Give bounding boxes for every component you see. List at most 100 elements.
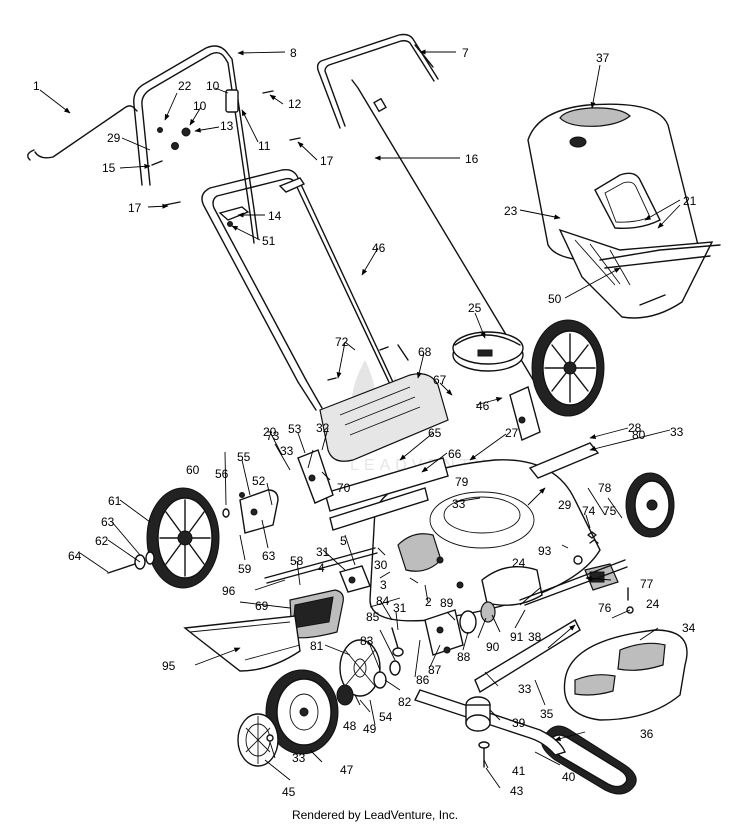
- part-66-rear-axle-cover: [324, 457, 449, 531]
- callout-86: 86: [416, 673, 430, 687]
- callout-32: 32: [316, 421, 330, 435]
- part-23-grass-bag-fabric: [558, 228, 714, 319]
- callout-80: 80: [632, 428, 646, 442]
- callout-64: 64: [68, 549, 82, 563]
- callout-46: 46: [372, 241, 386, 255]
- part-38-baffle: [474, 619, 581, 694]
- callout-56: 56: [215, 467, 229, 481]
- callout-96: 96: [222, 584, 236, 598]
- callout-45: 45: [282, 785, 296, 799]
- callout-23: 23: [504, 204, 518, 218]
- part-69-side-discharge-door: [289, 589, 344, 639]
- part-8-upper-handle: [133, 45, 259, 244]
- callout-90: 90: [486, 640, 500, 654]
- callout-70: 70: [337, 481, 351, 495]
- callout-28: 28: [628, 421, 642, 435]
- callout-87: 87: [428, 663, 442, 677]
- callout-4: 4: [318, 561, 325, 575]
- callout-50: 50: [548, 292, 562, 306]
- callout-47: 47: [340, 763, 354, 777]
- part-28-rear-wheel-cover: [528, 442, 600, 479]
- callout-39: 39: [512, 716, 526, 730]
- callout-27: 27: [505, 426, 519, 440]
- misc-hardware: [107, 90, 634, 742]
- callout-82: 82: [398, 695, 412, 709]
- callout-36: 36: [640, 727, 654, 741]
- callout-76: 76: [598, 601, 612, 615]
- callout-2: 2: [425, 595, 432, 609]
- callout-49: 49: [363, 722, 377, 736]
- callout-3: 3: [380, 578, 387, 592]
- part-7-bail: [316, 33, 439, 129]
- callout-15: 15: [102, 161, 116, 175]
- callout-67: 67: [433, 373, 447, 387]
- part-1-control-rod: [27, 105, 138, 161]
- callout-75: 75: [603, 504, 617, 518]
- part-47-front-wheel: [265, 669, 339, 755]
- part-4-axle-bracket: [339, 565, 371, 593]
- part-88-bearing: [459, 601, 496, 634]
- callout-33e: 33: [280, 444, 294, 458]
- part-46-lower-handle: [201, 168, 409, 411]
- part-82-washer: [373, 660, 401, 689]
- callout-33b: 33: [452, 497, 466, 511]
- part-14-handle-knob: [218, 177, 306, 227]
- callout-34: 34: [682, 621, 696, 635]
- part-36-belt: [541, 725, 637, 795]
- callout-33c: 33: [518, 682, 532, 696]
- callout-38: 38: [528, 630, 542, 644]
- part-85-bolt: [391, 627, 404, 657]
- leader-lines: [39, 49, 681, 789]
- part-25-rear-spring: [452, 331, 524, 372]
- part-96-front-axle: [264, 547, 378, 584]
- callout-63: 63: [101, 515, 115, 529]
- callout-numbers: 1 2 3 4 5 7 8 10 10 11 12 13 14 15 16 17…: [33, 46, 697, 799]
- callout-37: 37: [596, 51, 610, 65]
- part-34-engine-cover: [563, 629, 688, 721]
- callout-73: 73: [266, 429, 280, 443]
- callout-31: 31: [316, 545, 330, 559]
- callout-1: 1: [33, 79, 40, 93]
- callout-58: 58: [290, 554, 304, 568]
- callout-35: 35: [540, 707, 554, 721]
- callout-33d: 33: [292, 751, 306, 765]
- callout-25: 25: [468, 301, 482, 315]
- callout-10b: 10: [193, 99, 207, 113]
- part-50-grass-bag-frame: [599, 244, 721, 306]
- callout-84: 84: [376, 594, 390, 608]
- callout-77: 77: [640, 577, 654, 591]
- callout-54: 54: [379, 710, 393, 724]
- callout-51: 51: [262, 234, 276, 248]
- part-87-transmission-bracket: [424, 609, 464, 656]
- callout-12: 12: [288, 97, 302, 111]
- callout-24: 24: [512, 556, 526, 570]
- callout-65: 65: [428, 426, 442, 440]
- callout-60: 60: [186, 463, 200, 477]
- callout-20: 20: [263, 425, 277, 439]
- part-74-spring: [587, 531, 599, 544]
- callout-69: 69: [255, 599, 269, 613]
- part-73-height-adjuster-bracket: [297, 386, 541, 504]
- callout-63b: 63: [262, 549, 276, 563]
- part-81-drive-gear: [339, 639, 381, 697]
- callout-29b: 29: [558, 498, 572, 512]
- callout-72: 72: [335, 335, 349, 349]
- callout-13: 13: [220, 119, 234, 133]
- callout-17: 17: [128, 201, 142, 215]
- callout-33a: 33: [670, 425, 684, 439]
- callout-41: 41: [512, 764, 526, 778]
- callout-81: 81: [310, 639, 324, 653]
- part-68-rear-flap: [319, 373, 449, 462]
- callout-29: 29: [107, 131, 121, 145]
- callout-10: 10: [206, 79, 220, 93]
- callout-91: 91: [510, 630, 524, 644]
- callout-22: 22: [178, 79, 192, 93]
- part-93-rear-axle-rod: [519, 559, 628, 606]
- callout-53: 53: [288, 422, 302, 436]
- callout-24b: 24: [646, 597, 660, 611]
- callout-78: 78: [598, 481, 612, 495]
- callout-16: 16: [465, 152, 479, 166]
- callout-59: 59: [238, 562, 252, 576]
- part-37-grass-bag-top: [527, 103, 699, 262]
